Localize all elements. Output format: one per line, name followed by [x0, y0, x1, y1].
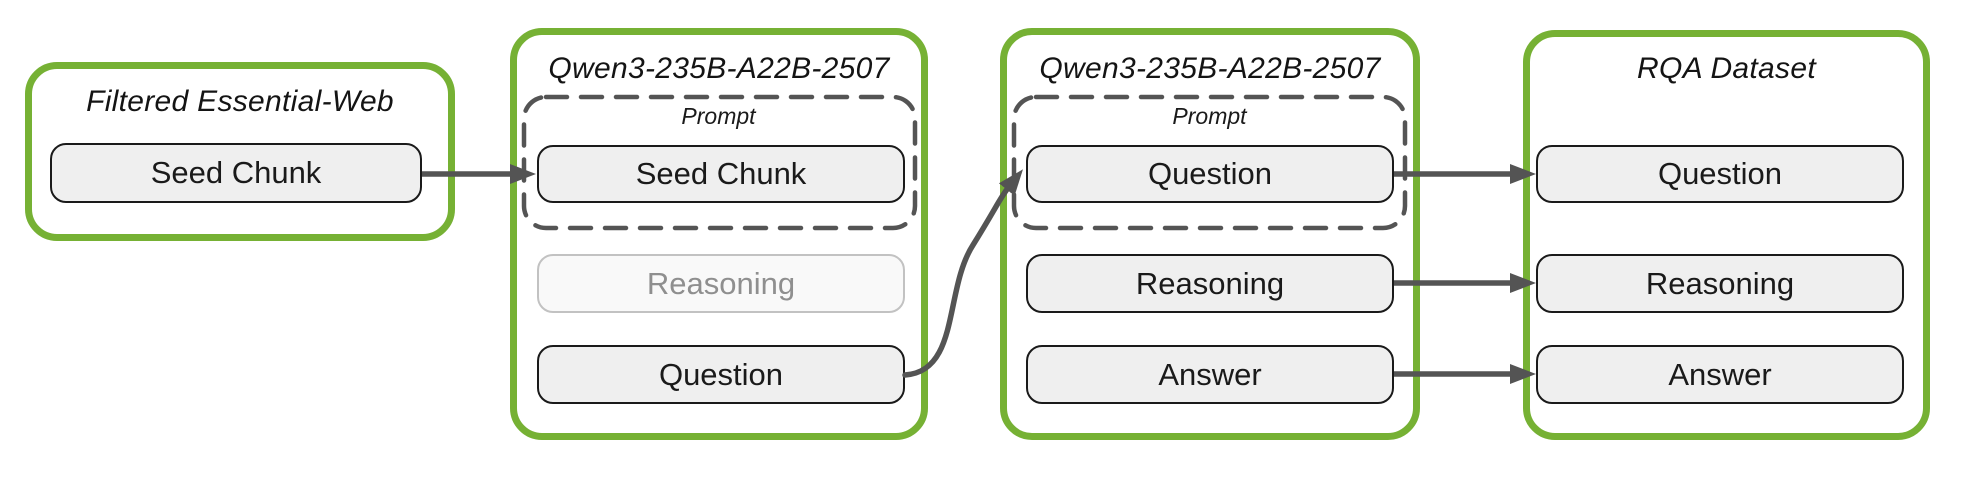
stage-title-qwen3-question-gen: Qwen3-235B-A22B-2507	[548, 52, 890, 85]
question-pill-generated: Question	[537, 345, 905, 404]
answer-pill-dataset: Answer	[1536, 345, 1904, 404]
reasoning-pill-generated: Reasoning	[1026, 254, 1394, 313]
prompt-label-stage3: Prompt	[1172, 103, 1247, 129]
prompt-label-stage2: Prompt	[681, 103, 756, 129]
stage-title-qwen3-answer-gen: Qwen3-235B-A22B-2507	[1039, 52, 1381, 85]
seed-chunk-pill-source: Seed Chunk	[50, 143, 422, 203]
stage-title-rqa-dataset: RQA Dataset	[1637, 52, 1816, 85]
reasoning-pill-faded: Reasoning	[537, 254, 905, 313]
reasoning-pill-dataset: Reasoning	[1536, 254, 1904, 313]
seed-chunk-pill-prompt: Seed Chunk	[537, 145, 905, 203]
answer-pill-generated: Answer	[1026, 345, 1394, 404]
stage-title-filtered-essential-web: Filtered Essential-Web	[86, 85, 394, 118]
question-pill-dataset: Question	[1536, 145, 1904, 203]
question-pill-prompt: Question	[1026, 145, 1394, 203]
